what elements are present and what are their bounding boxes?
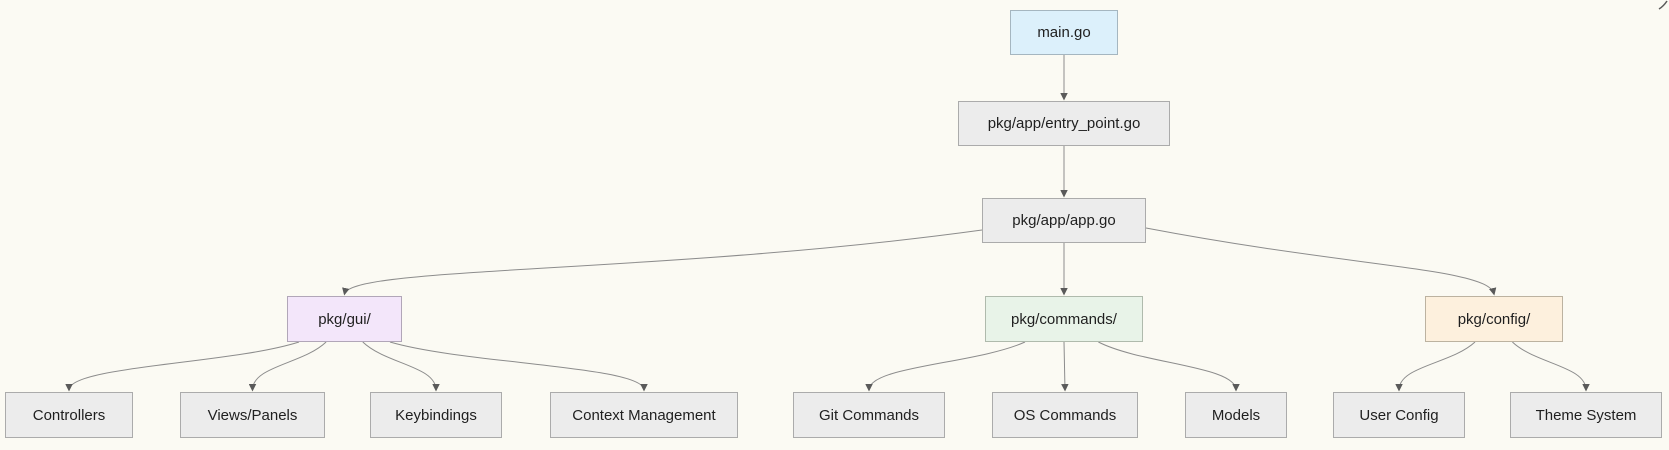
node-label: pkg/gui/ [318,310,371,328]
node-os-commands: OS Commands [992,392,1138,438]
edge-gui-to-context_management [389,341,648,392]
node-label: OS Commands [1013,406,1117,424]
node-label: pkg/app/app.go [1012,212,1116,229]
node-label: Theme System [1535,406,1637,424]
node-theme-system: Theme System [1510,392,1662,438]
edge-config-to-user_config [1395,341,1476,392]
edge-commands-to-models [1098,341,1240,392]
node-label: pkg/config/ [1457,310,1531,328]
edge-app_go-to-gui [342,229,983,296]
edge-commands-to-os_commands [1061,341,1069,392]
node-label: main.go [1037,24,1091,41]
edge-gui-to-controllers [65,341,300,392]
node-label: Models [1211,406,1261,424]
node-label: pkg/commands/ [1011,310,1117,328]
node-context-management: Context Management [550,392,738,438]
node-pkg-gui: pkg/gui/ [287,296,402,342]
edge-commands-to-git_commands [865,341,1026,392]
node-views-panels: Views/Panels [180,392,325,438]
node-keybindings: Keybindings [370,392,502,438]
edge-gui-to-views_panels [248,341,327,392]
node-pkg-config: pkg/config/ [1425,296,1563,342]
node-label: User Config [1359,406,1439,424]
node-entry-point: pkg/app/entry_point.go [958,101,1170,146]
node-git-commands: Git Commands [793,392,945,438]
corner-stray-mark [1658,0,1668,10]
node-label: Views/Panels [207,406,298,424]
node-label: Context Management [572,406,716,424]
edge-gui-to-keybindings [362,341,440,392]
edge-app_go-to-config [1145,227,1497,296]
node-main-go: main.go [1010,10,1118,55]
node-pkg-commands: pkg/commands/ [985,296,1143,342]
node-app-go: pkg/app/app.go [982,198,1146,243]
node-controllers: Controllers [5,392,133,438]
node-label: Git Commands [818,406,920,424]
node-label: pkg/app/entry_point.go [987,115,1141,132]
node-label: Keybindings [395,406,477,424]
node-models: Models [1185,392,1287,438]
node-user-config: User Config [1333,392,1465,438]
node-label: Controllers [32,406,106,424]
edge-config-to-theme_system [1512,341,1590,392]
